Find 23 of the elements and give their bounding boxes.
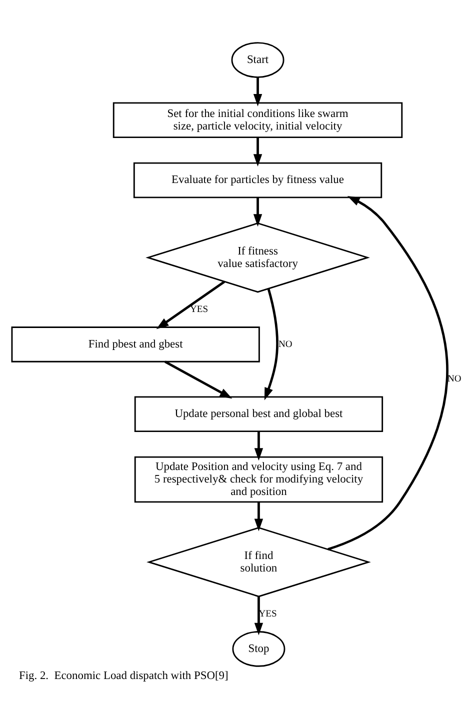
arrow: [254, 502, 264, 531]
node-box: Evaluate for particles by fitness value: [133, 162, 382, 198]
arrow: [253, 76, 262, 106]
node-box: Find pbest and gbest: [11, 326, 260, 362]
edge-label: NO: [448, 373, 462, 384]
arrow: [328, 195, 448, 550]
node-ellipse: Stop: [232, 630, 286, 666]
arrow: [254, 430, 264, 460]
arrow: [156, 280, 226, 329]
node-box: Set for the initial conditions like swarm size, particle velocity, initial velocity: [112, 102, 403, 138]
edge-label: YES: [190, 304, 208, 314]
arrow: [264, 288, 278, 400]
arrow: [254, 596, 264, 635]
node-box: Update Position and velocity using Eq. 7 and 5 respectively& check for modifying velocity and position: [134, 456, 384, 502]
arrow: [253, 197, 262, 226]
node-box: Update personal best and global best: [134, 396, 384, 432]
edge-label: NO: [278, 338, 292, 350]
caption: Fig. 2. Economic Load dispatch with PSO[9]: [18, 670, 228, 682]
node-diamond: If find solution: [146, 526, 371, 597]
node-ellipse: Start: [231, 42, 284, 78]
arrow: [164, 360, 232, 398]
arrow: [253, 137, 262, 166]
node-diamond: If fitness value satisfactory: [146, 222, 370, 292]
